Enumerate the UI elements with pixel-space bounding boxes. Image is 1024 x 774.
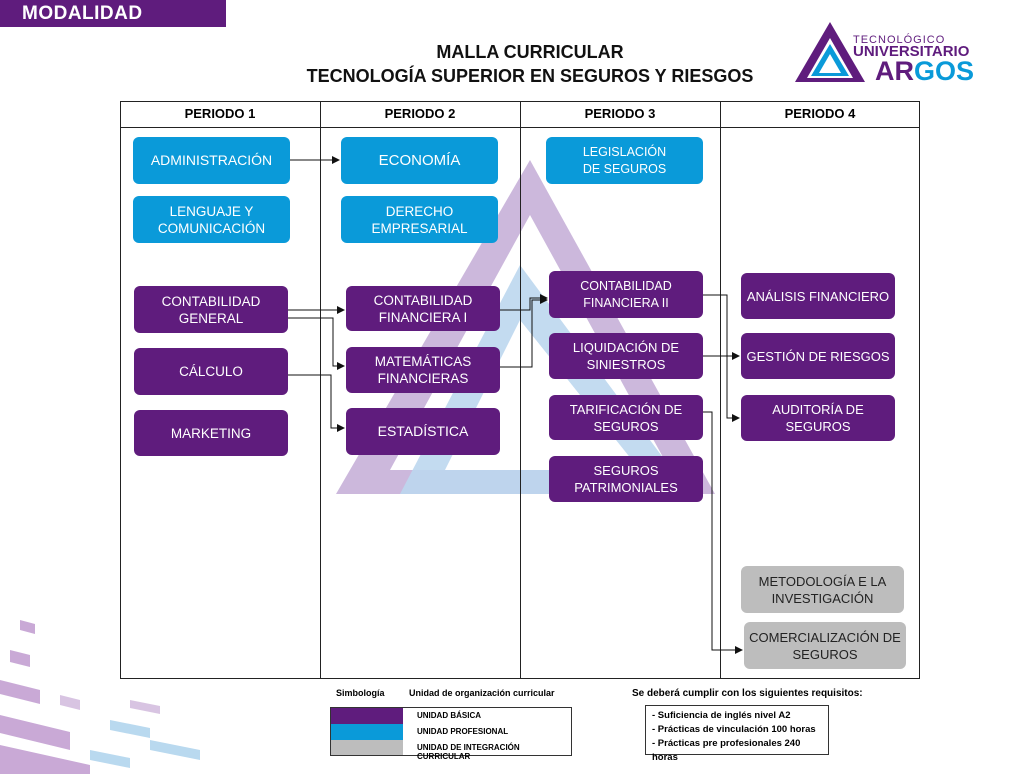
legend-swatch-integracion [331,740,403,755]
legend-box: UNIDAD BÁSICA UNIDAD PROFESIONAL UNIDAD … [330,707,572,761]
subject-matematicas-financieras[interactable]: MATEMÁTICAS FINANCIERAS [346,347,500,393]
arrow [500,296,548,368]
period-header-2: PERIODO 2 [384,106,456,121]
legend-unidad: Unidad de organización curricular [409,688,555,698]
subject-administracion[interactable]: ADMINISTRACIÓN [133,137,290,184]
page-title: MALLA CURRICULAR [436,42,624,62]
subject-calculo[interactable]: CÁLCULO [134,348,288,395]
requirement-item: - Prácticas de vinculación 100 horas [652,724,816,735]
logo-triangle-icon [795,22,865,82]
page-subtitle: TECNOLOGÍA SUPERIOR EN SEGUROS Y RIESGOS [306,66,754,86]
subject-analisis-financiero[interactable]: ANÁLISIS FINANCIERO [741,273,895,319]
period-header-4: PERIODO 4 [784,106,856,121]
arrow [500,294,548,311]
arrow [288,317,345,370]
period-header-3: PERIODO 3 [584,106,656,121]
subject-gestion-riesgos[interactable]: GESTIÓN DE RIESGOS [741,333,895,379]
legend-simbologia: Simbología [336,688,385,698]
legend-label-profesional: UNIDAD PROFESIONAL [417,727,509,736]
subject-economia[interactable]: ECONOMÍA [341,137,498,184]
subject-liquidacion[interactable]: LIQUIDACIÓN DE SINIESTROS [549,333,703,379]
subject-contabilidad-general[interactable]: CONTABILIDAD GENERAL [134,286,288,333]
subject-estadistica[interactable]: ESTADÍSTICA [346,408,500,455]
period-header-1: PERIODO 1 [184,106,256,121]
arrow [288,374,345,432]
subject-metodologia[interactable]: METODOLOGÍA E LA INVESTIGACIÓN [741,566,904,613]
subject-contabilidad-financiera-1[interactable]: CONTABILIDAD FINANCIERA I [346,286,500,331]
subject-comercializacion[interactable]: COMERCIALIZACIÓN DE SEGUROS [744,622,906,669]
subject-auditoria-seguros[interactable]: AUDITORÍA DE SEGUROS [741,395,895,441]
logo-text-3: ARGOS [875,56,975,86]
legend-label-integracion: UNIDAD DE INTEGRACIÓN CURRICULAR [417,743,520,761]
subject-derecho[interactable]: DERECHO EMPRESARIAL [341,196,498,243]
logo-text-2: UNIVERSITARIO [853,43,970,60]
subject-contabilidad-financiera-2[interactable]: CONTABILIDAD FINANCIERA II [549,271,703,318]
subject-seguros-patrimoniales[interactable]: SEGUROS PATRIMONIALES [549,456,703,502]
logo-text-1: TECNOLÓGICO [853,34,946,46]
arrow [703,411,743,654]
subject-lenguaje[interactable]: LENGUAJE Y COMUNICACIÓN [133,196,290,243]
legend-label-basica: UNIDAD BÁSICA [417,711,481,720]
decorative-stripes [0,620,200,774]
modality-banner: MODALIDAD PRESENCIAL [0,0,226,51]
requirements-title: Se deberá cumplir con los siguientes req… [632,688,863,699]
subject-legislacion[interactable]: LEGISLACIÓN DE SEGUROS [546,137,703,184]
subject-tarificacion[interactable]: TARIFICACIÓN DE SEGUROS [549,395,703,440]
logo: TECNOLÓGICO UNIVERSITARIO ARGOS [795,20,995,86]
legend-swatch-profesional [331,724,403,740]
legend-swatch-basica [331,708,403,724]
subject-marketing[interactable]: MARKETING [134,410,288,456]
requirement-item: - Prácticas pre profesionales 240 horas [652,738,801,763]
requirement-item: - Suficiencia de inglés nivel A2 [652,710,791,721]
requirements-box: - Suficiencia de inglés nivel A2 - Práct… [645,705,829,763]
